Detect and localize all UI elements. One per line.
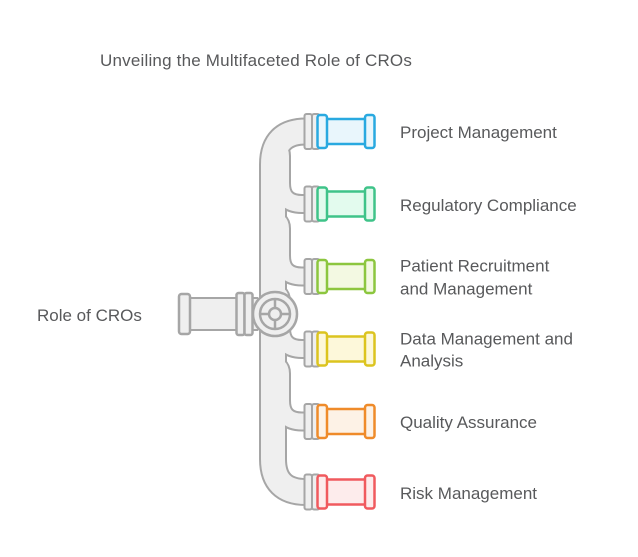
connector-flange [363,258,376,295]
pipe-connector [303,403,376,440]
pipe-connector [303,258,376,295]
branch-label-risk-management: Risk Management [400,483,538,503]
root-node-label: Role of CROs [37,306,142,325]
connector-flange [316,331,329,367]
pipe-connector [303,113,376,150]
branch-label-regulatory-compliance: Regulatory Compliance [400,195,577,215]
valve-wheel-icon [251,290,299,338]
connector-flange [316,258,329,295]
branch-label-quality-assurance: Quality Assurance [400,412,538,432]
connector-body [320,407,373,436]
coupling-bar [303,258,313,295]
connector-flange [316,186,329,222]
connector-flange [363,186,376,222]
pipe-connector [303,185,376,223]
connector-body [320,117,373,146]
branch-pipe [270,139,312,212]
connector-body [320,262,373,291]
connector-body [320,478,373,506]
connector-flange [363,403,376,440]
coupling-bar [303,185,313,223]
connector-flange [363,331,376,367]
connector-flange [316,403,329,440]
input-flange [177,292,192,336]
page-title: Unveiling the Multifaceted Role of CROs [100,51,413,70]
connector-flange [363,113,376,150]
connector-flange [316,474,329,510]
connector-body [320,190,373,218]
connector-flange [363,474,376,510]
pipe-connector [303,473,376,511]
coupling-bar [303,473,313,511]
coupling-bar [303,113,313,150]
input-coupling-bar [243,291,254,337]
pipe-connector [303,330,376,368]
branch-label-data-management: Data Management and Analysis [400,329,573,371]
branch-label-patient-recruitment: Patient Recruitment and Management [400,256,550,299]
connector-body [320,335,373,363]
branch-label-project-management: Project Management [400,122,557,142]
branch-pipe [270,356,312,430]
coupling-bar [303,330,313,368]
branch-pipe [270,211,312,285]
connector-flange [316,113,329,150]
coupling-bar [303,403,313,440]
